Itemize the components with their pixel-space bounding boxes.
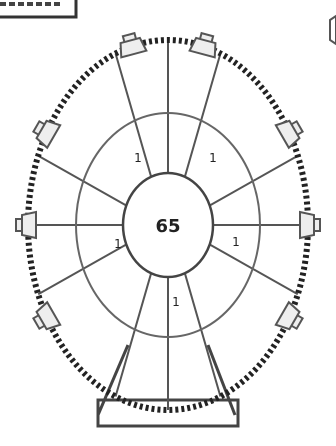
- cabin: [276, 115, 306, 148]
- cabin: [300, 212, 320, 238]
- segment-marking-top-right: 1: [209, 151, 217, 165]
- spoke: [210, 156, 298, 206]
- segment-marking-right: 1: [232, 235, 240, 249]
- segment-marking-bottom: 1: [172, 295, 180, 309]
- edge-mark: [330, 16, 336, 44]
- cabin: [30, 115, 60, 148]
- segment-marking-left: 1: [114, 237, 122, 251]
- spoke: [38, 156, 126, 206]
- spoke: [38, 244, 126, 294]
- cabin: [190, 31, 220, 57]
- spoke: [116, 273, 152, 396]
- segment-marking-top-left: 1: [134, 151, 142, 165]
- spoke: [210, 244, 298, 294]
- spoke: [185, 273, 221, 396]
- cabin: [16, 212, 36, 238]
- hub-label: 65: [155, 216, 180, 237]
- corner-box: [0, 0, 76, 17]
- cabin: [116, 31, 146, 57]
